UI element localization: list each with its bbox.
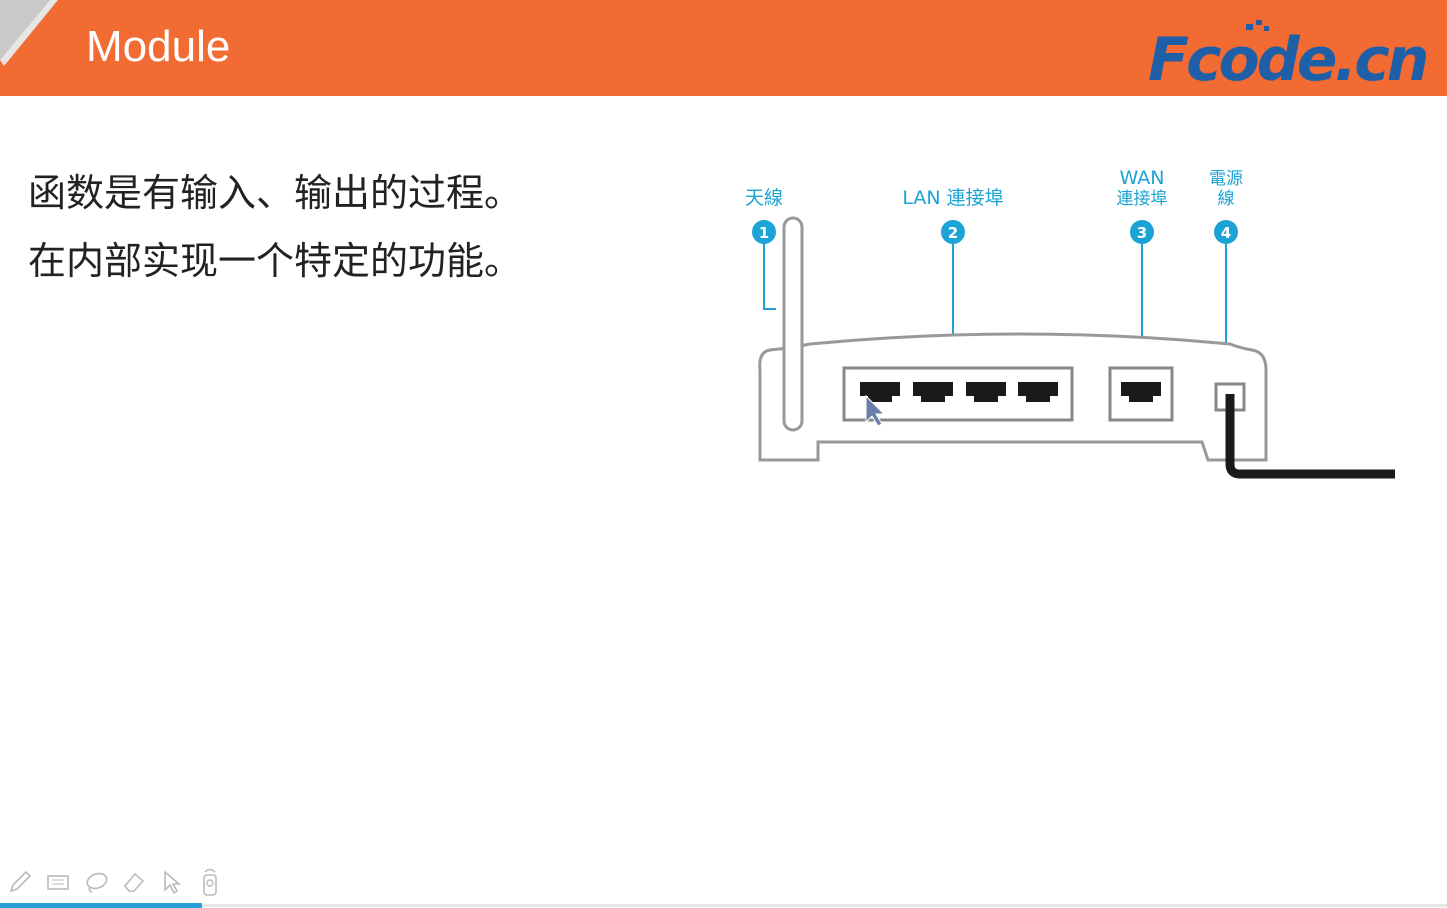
label-power-1: 電源	[1209, 169, 1243, 189]
callout-3: 3	[1130, 220, 1154, 244]
svg-text:4: 4	[1221, 224, 1231, 242]
wan-port-block	[1108, 366, 1174, 422]
header-corner-accent	[0, 0, 58, 66]
callout-1: 1	[752, 220, 776, 244]
pen-icon[interactable]	[4, 866, 36, 898]
label-lan: LAN 連接埠	[902, 187, 1003, 209]
callout-4: 4	[1214, 220, 1238, 244]
lan-ports	[860, 382, 1058, 402]
pointer-icon[interactable]	[156, 866, 188, 898]
wan-port	[1121, 382, 1161, 402]
label-antenna: 天線	[745, 187, 783, 209]
label-wan-1: WAN	[1120, 167, 1165, 189]
body-line-1: 函数是有输入、输出的过程。	[28, 171, 523, 215]
router-diagram: 天線 LAN 連接埠 WAN 連接埠 電源 線 1 2 3 4	[745, 167, 1395, 479]
slide-progress-track	[202, 904, 1447, 907]
logo-text: Fcode.cn	[1148, 25, 1427, 84]
body-line-2: 在内部实现一个特定的功能。	[28, 239, 523, 283]
power-cable	[1225, 394, 1395, 479]
presentation-toolbar	[4, 864, 226, 900]
callout-2: 2	[941, 220, 965, 244]
svg-text:1: 1	[759, 224, 769, 242]
label-power-2: 線	[1218, 189, 1235, 209]
slide-title: Module	[86, 22, 231, 71]
slide-header: Module Fcode.cn	[0, 0, 1447, 96]
fcode-logo: Fcode.cn	[1148, 20, 1430, 84]
keyboard-icon[interactable]	[42, 866, 74, 898]
eraser-icon[interactable]	[118, 866, 150, 898]
slide-progress-bar	[0, 903, 202, 908]
svg-text:2: 2	[948, 224, 958, 242]
laser-icon[interactable]	[194, 866, 226, 898]
svg-text:3: 3	[1137, 224, 1147, 242]
label-wan-2: 連接埠	[1117, 189, 1168, 209]
lasso-icon[interactable]	[80, 866, 112, 898]
antenna	[782, 216, 804, 432]
mouse-cursor	[865, 394, 886, 427]
